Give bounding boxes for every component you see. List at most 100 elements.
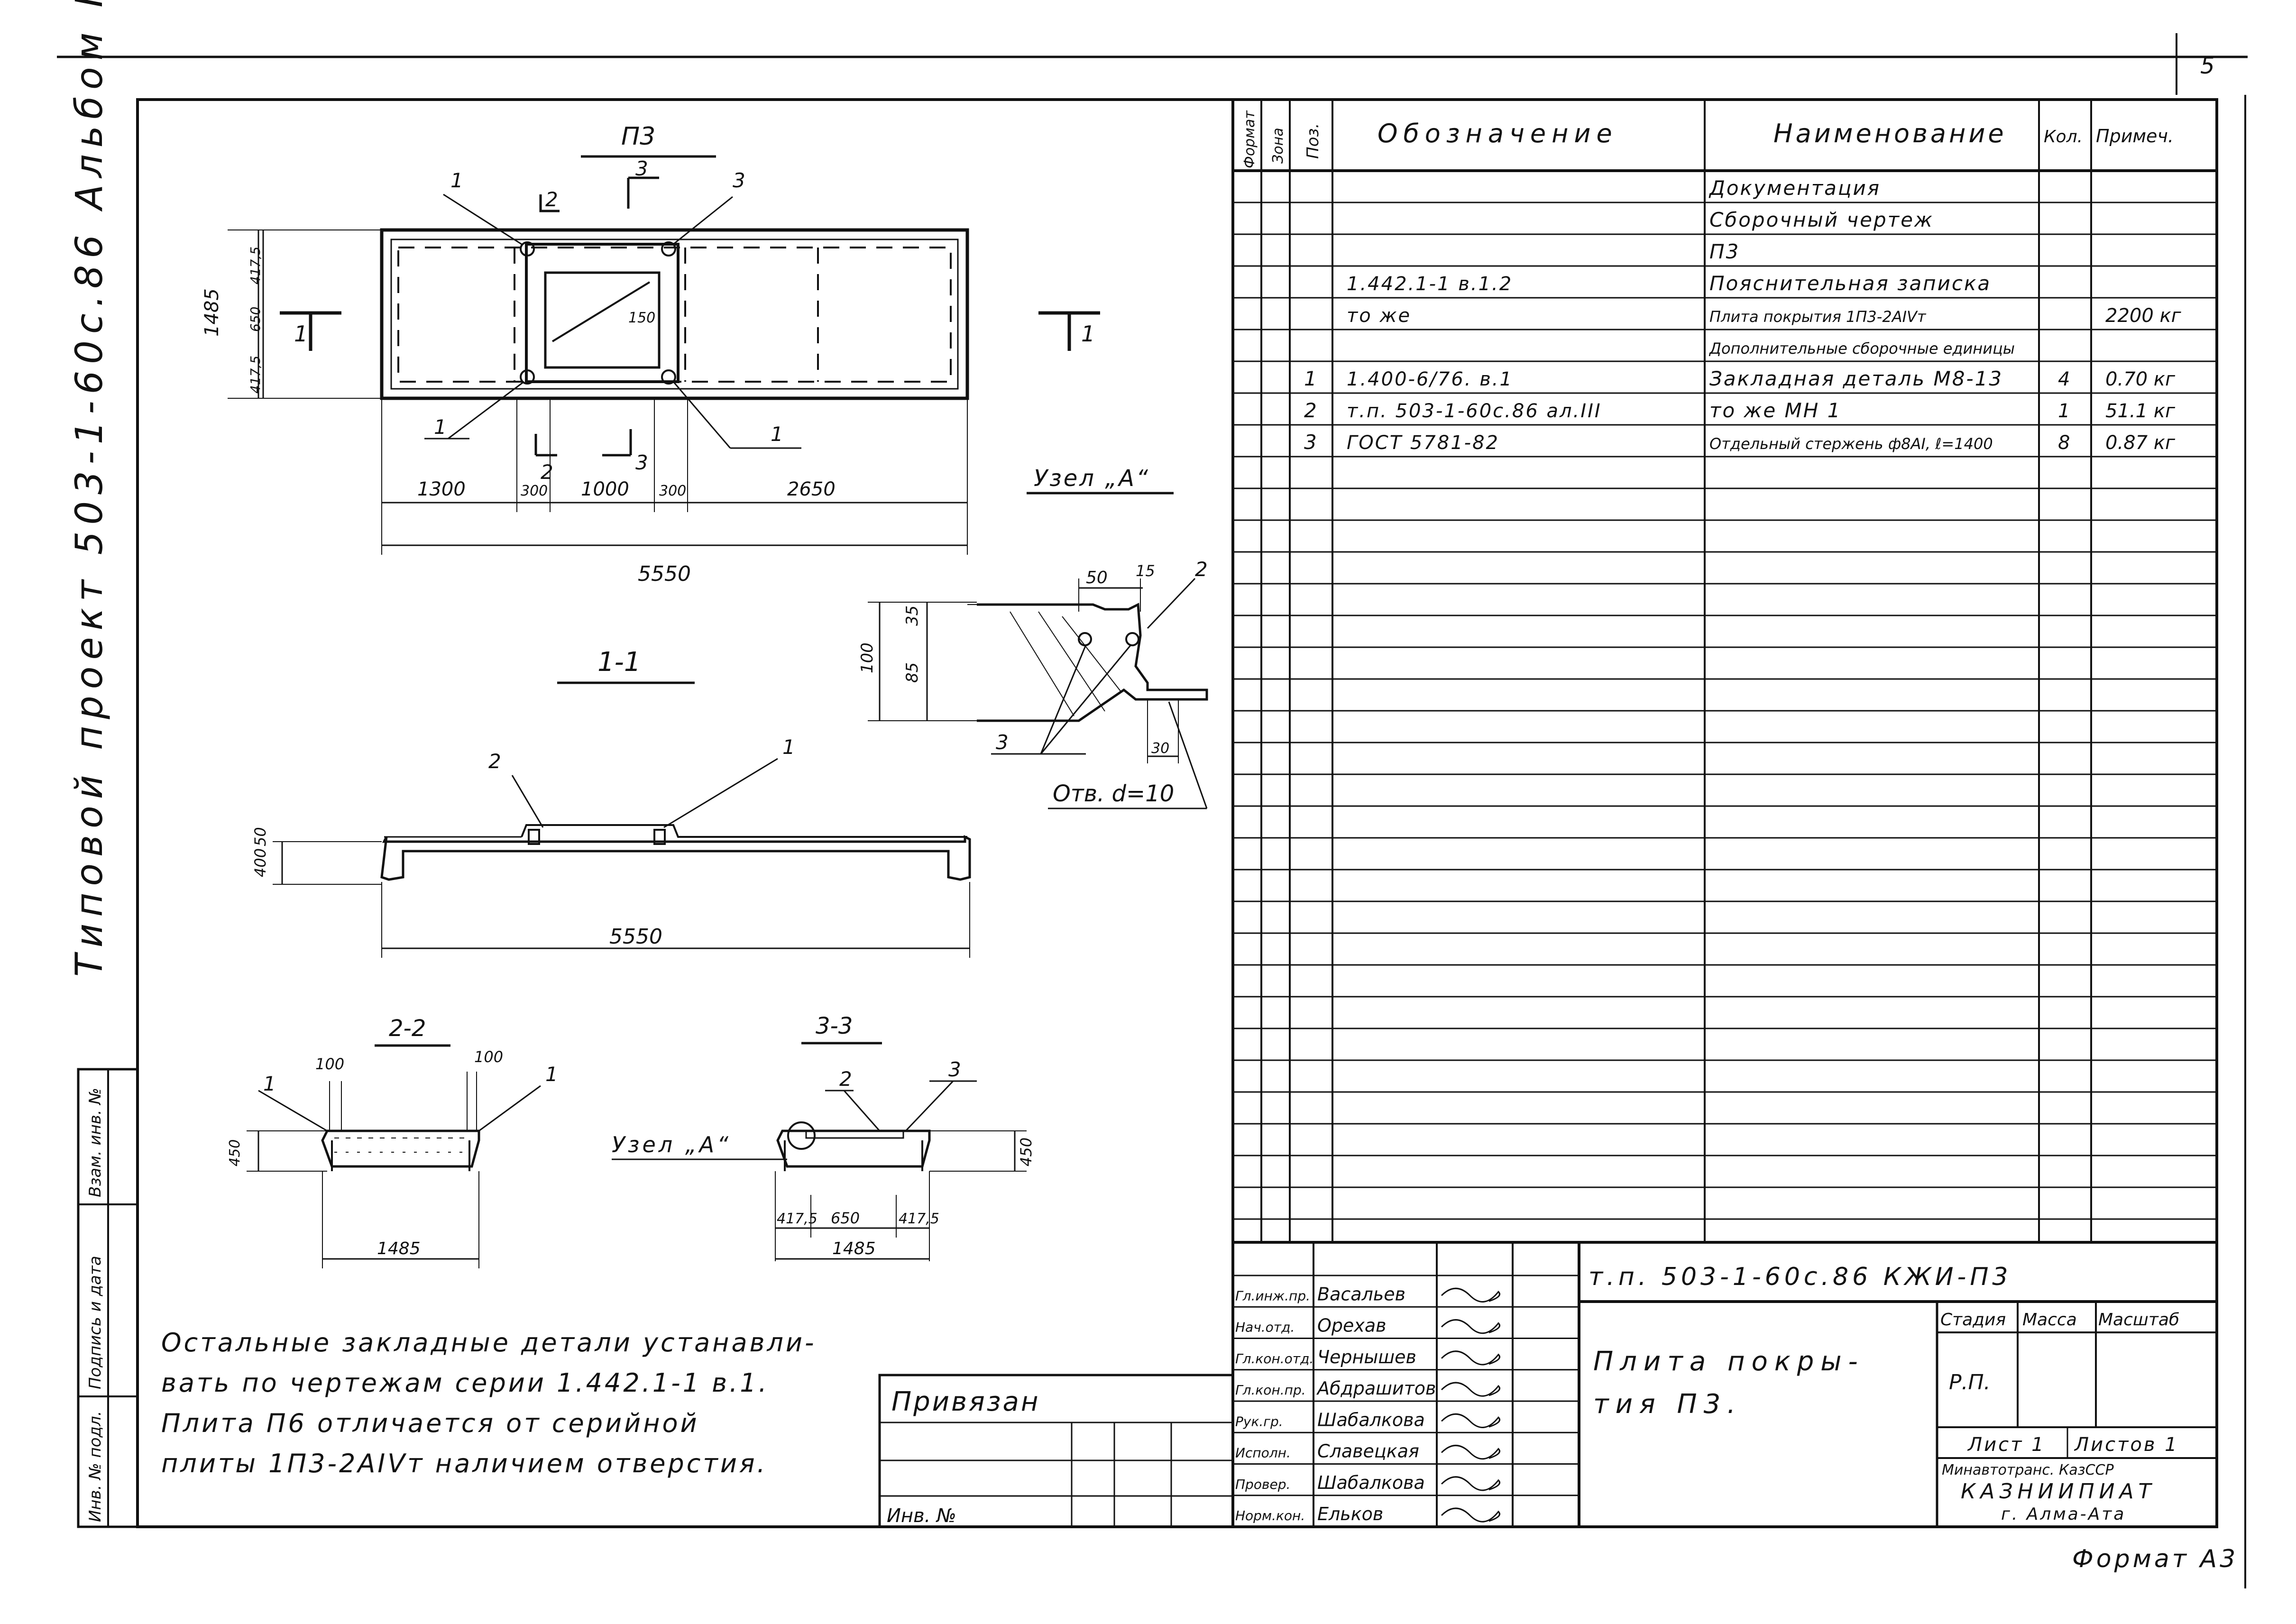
opening-dim: 150 [628,310,655,326]
plan-dim-top-1: 417,5 [248,247,263,284]
section-1-1: 1-1 400 50 5550 2 1 [251,647,971,958]
notes: Остальные закладные детали устанавли- ва… [161,1328,817,1478]
section-2-2: 2-2 450 100 100 1 1 1485 [227,1015,558,1268]
s22-callout-1a: 1 [263,1072,276,1095]
spec-cell-oboz: то же [1347,305,1411,327]
role-title: Гл.инж.пр. [1235,1288,1310,1303]
plan-section-mark-1a: 1 [294,321,308,347]
signature-scribble [1441,1350,1500,1366]
role-title: Рук.гр. [1235,1413,1283,1429]
plan-callout-1a: 1 [450,169,463,192]
plan-section-mark-3a: 3 [635,157,648,180]
plan-height: 1485 [201,288,223,337]
note-line-2: вать по чертежам серии 1.442.1-1 в.1. [161,1368,769,1398]
node-dim-15: 15 [1136,562,1155,580]
plan-dim-b5: 2650 [787,478,836,500]
section-1-1-outline [380,835,971,881]
strip-vzam: Взам. инв. № [86,1088,105,1197]
hdr-prim: Примеч. [2096,126,2174,147]
plan-dim-b4: 300 [659,483,686,499]
node-dim-30: 30 [1151,740,1169,757]
opening-frame [525,243,680,383]
s11-callout-1: 1 [782,735,795,759]
plan-dim-b1: 1300 [417,478,466,500]
role-name: Орехав [1317,1315,1387,1336]
tb-sheet: Лист 1 [1967,1434,2046,1456]
plan-callout-1c: 1 [771,422,783,446]
role-title: Норм.кон. [1235,1508,1305,1523]
opening [544,271,661,369]
role-name: Ельков [1317,1504,1383,1524]
tb-name-1: Плита покры- [1593,1346,1864,1377]
s22-title: 2-2 [389,1015,426,1042]
hdr-oboz: Обозначение [1378,119,1618,148]
s11-callout-2: 2 [488,750,501,773]
spec-cell-name: Отдельный стержень ф8АI, ℓ=1400 [1709,435,1993,453]
role-title: Исполн. [1235,1445,1291,1461]
side-title: Типовой проект 503-1-60с.86 Альбом III [68,0,111,977]
signature-scribble [1441,1287,1500,1303]
spec-cell-name: Закладная деталь М8-13 [1709,367,2003,390]
role-name: Шабалкова [1317,1472,1425,1493]
node-hole: Отв. d=10 [1053,780,1174,807]
inv-no-label: Инв. № [887,1505,956,1527]
s33-height: 450 [1017,1138,1035,1166]
s22-dim-100b: 100 [474,1048,503,1066]
tb-org-2: КАЗНИИПИАТ [1961,1479,2156,1504]
note-line-3: Плита П6 отличается от серийной [161,1408,699,1438]
signature-scribble [1441,1382,1500,1397]
note-line-1: Остальные закладные детали устанавли- [161,1328,817,1358]
left-stamp-strip: Инв. № подл. Подпись и дата Взам. инв. № [77,1068,139,1528]
spec-cell-poz: 3 [1304,431,1317,454]
spec-cell-name: Дополнительные сборочные единицы [1708,339,2015,358]
signature-scribble [1441,1413,1500,1428]
s22-width: 1485 [377,1239,421,1258]
s22-outline [321,1129,480,1168]
spec-cell-poz: 1 [1304,367,1317,390]
spec-cell-prim: 51.1 кг [2105,400,2176,422]
s22-dim-100a: 100 [315,1055,344,1073]
tb-stage-hdr: Стадия [1940,1310,2006,1330]
spec-cell-kol: 4 [2058,368,2070,390]
tb-org-3: г. Алма-Ата [2001,1505,2126,1524]
spec-cell-name: Документация [1708,176,1881,200]
hdr-format: Формат [1241,110,1258,168]
spec-cell-name: П3 [1709,240,1740,263]
section-3-3: 3-3 450 2 3 Узел „А“ 417,5 650 417,5 148… [612,1013,1035,1261]
role-title: Гл.кон.отд. [1235,1351,1313,1367]
signature-scribble [1441,1476,1500,1491]
plan-title: П3 [621,122,655,151]
s22-height: 450 [227,1139,243,1166]
plan-callout-3: 3 [733,169,745,192]
signature-scribble [1441,1319,1500,1334]
tb-org-1: Минавтотранс. КазССР [1942,1462,2114,1478]
node-a: Узел „А“ 100 85 35 50 15 2 3 30 Отв. d=1… [858,465,1208,809]
plan-section-mark-2a: 2 [545,188,558,211]
plan-dim-top-2: 650 [248,307,263,332]
node-a-title: Узел „А“ [1034,465,1150,492]
spec-cell-prim: 0.70 кг [2105,368,2176,390]
signature-scribble [1441,1445,1500,1460]
s11-dim-1: 400 [251,848,269,877]
s11-length: 5550 [609,925,662,949]
page-number: 5 [2200,53,2215,79]
tb-sheets: Листов 1 [2074,1434,2179,1456]
node-dim-85: 85 [903,662,922,683]
spec-cell-prim: 2200 кг [2105,305,2182,327]
node-callout-3: 3 [996,731,1009,754]
spec-cell-kol: 8 [2058,432,2070,454]
plan-section-mark-2b: 2 [541,460,553,484]
s33-dim-c: 417,5 [899,1211,939,1227]
spec-cell-name: Сборочный чертеж [1709,208,1934,231]
spec-cell-name: Плита покрытия 1П3-2АIVт [1709,308,1927,326]
note-line-4: плиты 1П3-2АIVт наличием отверстия. [161,1449,768,1478]
tb-name-2: тия П3. [1593,1389,1742,1420]
tb-mass-hdr: Масса [2022,1310,2077,1330]
node-dim-100: 100 [858,642,877,673]
section-1-1-title: 1-1 [597,647,641,678]
plan-outline [380,228,969,400]
role-name: Славецкая [1317,1441,1419,1462]
spec-cell-prim: 0.87 кг [2105,432,2176,454]
node-dim-35: 35 [903,606,922,626]
role-name: Шабалкова [1317,1409,1425,1430]
